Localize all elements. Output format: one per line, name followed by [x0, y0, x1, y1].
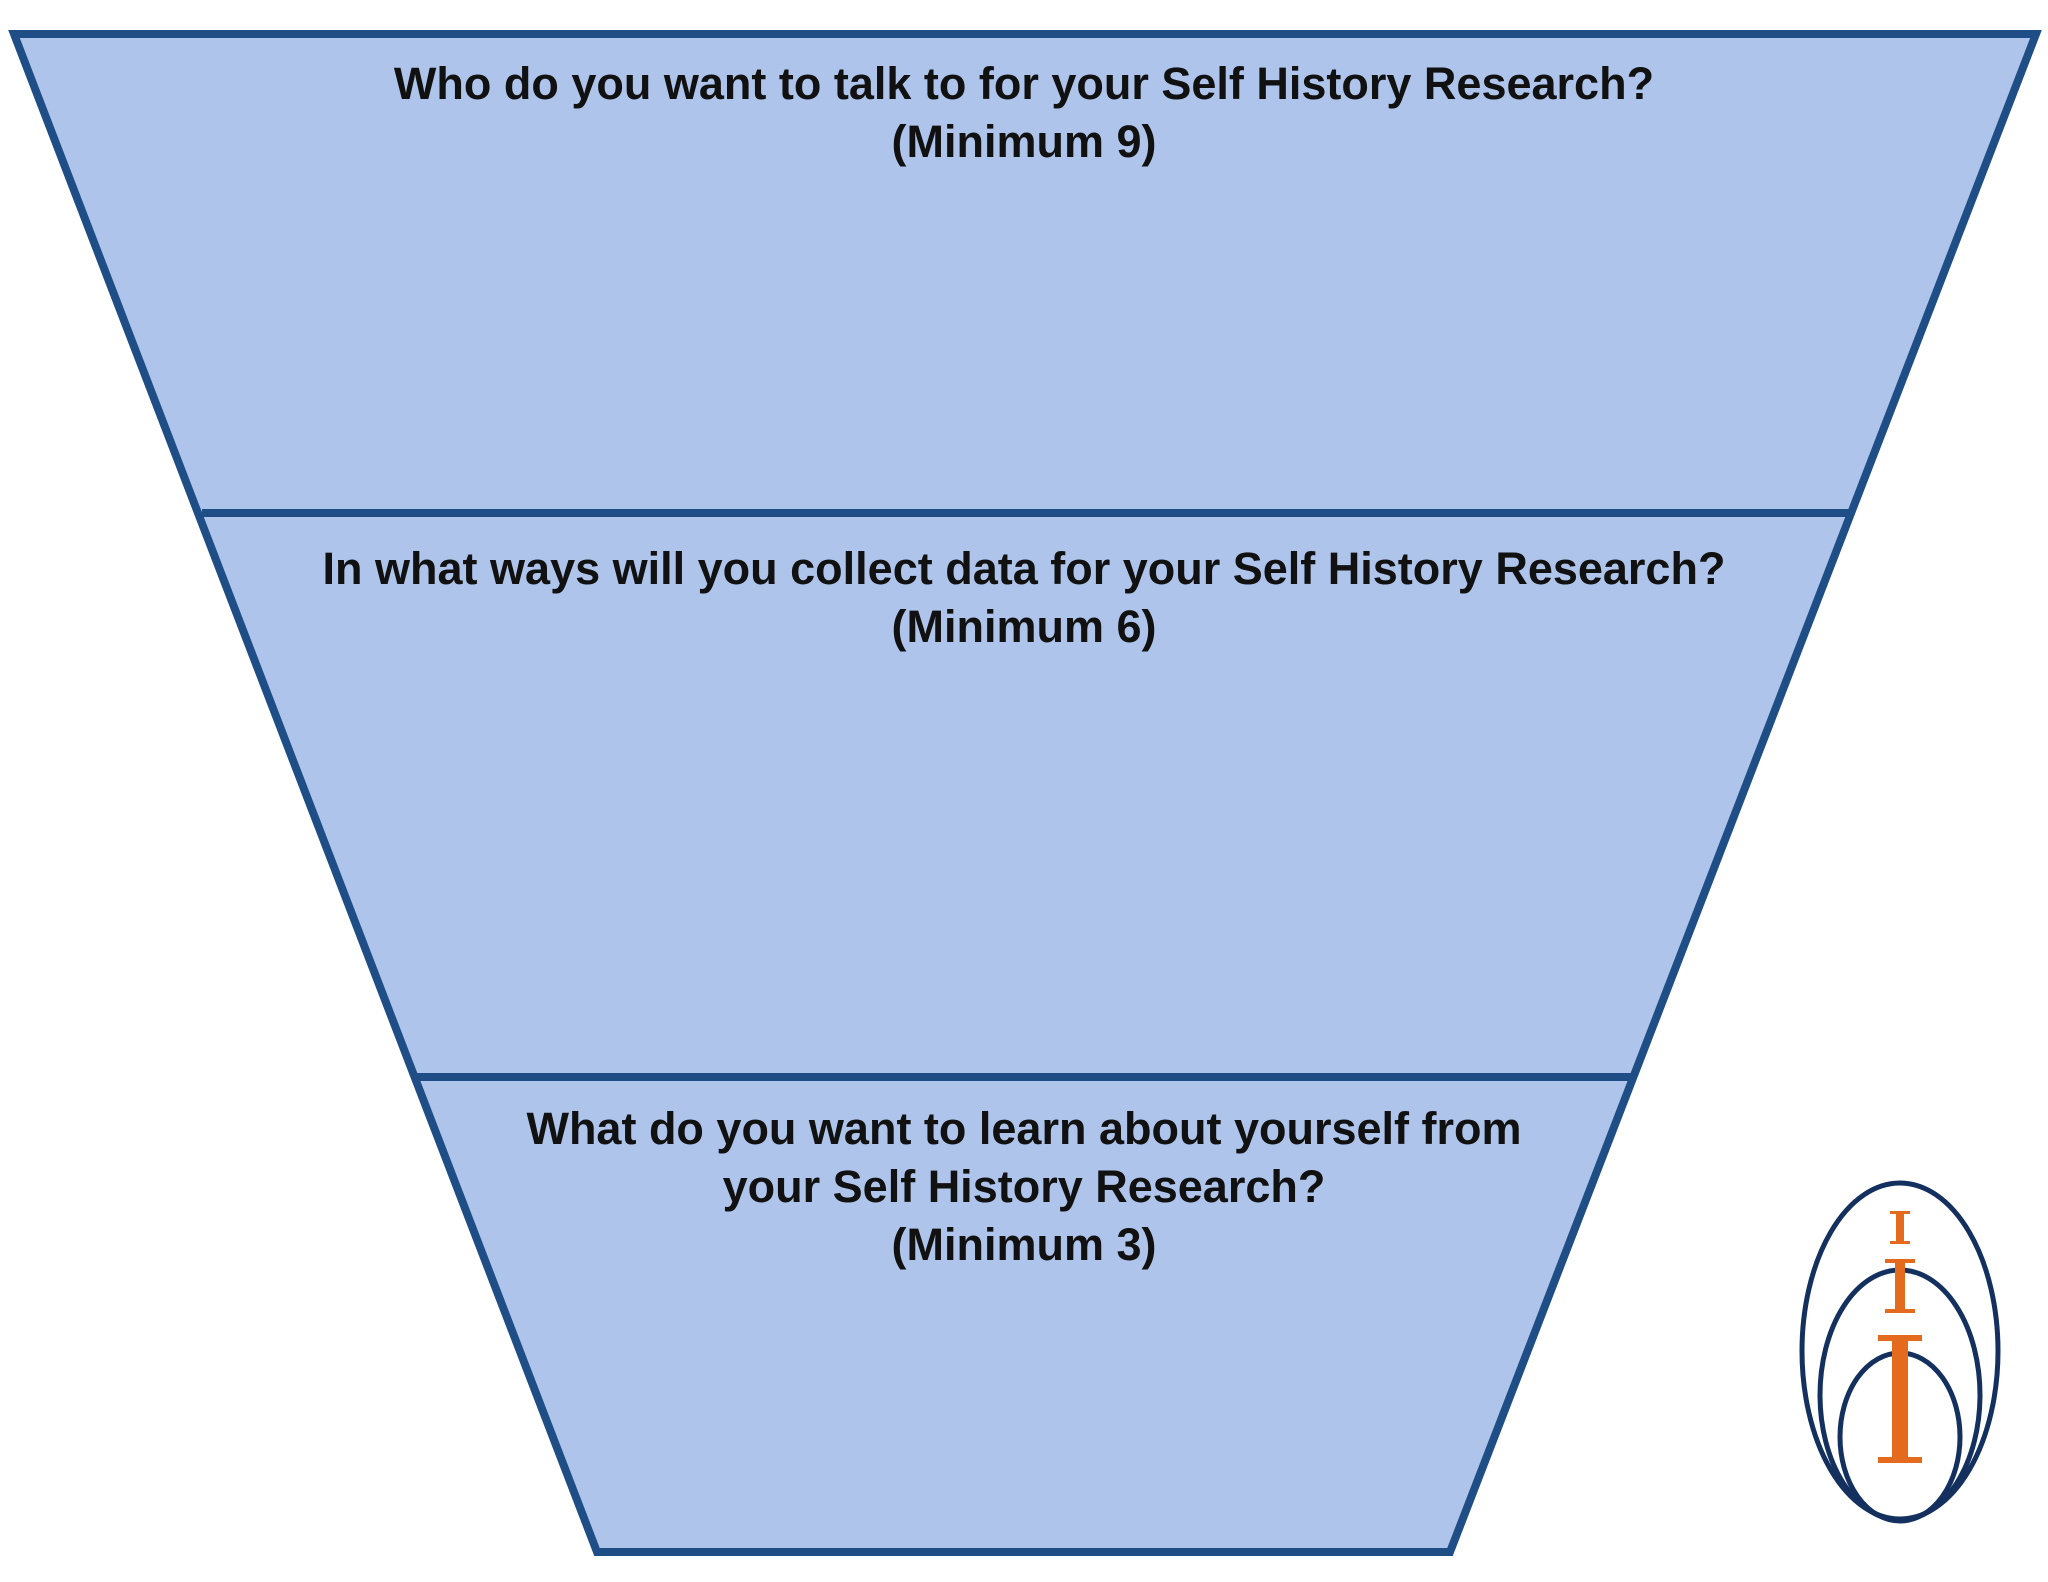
section-bottom-label: What do you want to learn about yourself… — [424, 1100, 1624, 1274]
funnel-body — [14, 34, 2036, 1552]
logo-small-i-bottom — [1890, 1241, 1910, 1244]
section-middle-minimum: (Minimum 6) — [891, 601, 1157, 652]
section-top-question: Who do you want to talk to for your Self… — [393, 58, 1655, 109]
section-bottom-question-line2: your Self History Research? — [722, 1161, 1326, 1212]
logo-small-i-top — [1890, 1211, 1910, 1214]
section-bottom-question-line1: What do you want to learn about yourself… — [526, 1103, 1522, 1154]
logo — [1799, 1180, 2001, 1524]
section-top-label: Who do you want to talk to for your Self… — [224, 55, 1824, 171]
section-middle-label: In what ways will you collect data for y… — [224, 540, 1824, 656]
section-bottom-minimum: (Minimum 3) — [891, 1219, 1157, 1270]
funnel-outline — [8, 30, 2042, 1556]
section-middle-question: In what ways will you collect data for y… — [322, 543, 1726, 594]
logo-small-i — [1896, 1213, 1904, 1243]
logo-large-i-top — [1878, 1335, 1922, 1341]
logo-large-i-bottom — [1878, 1457, 1922, 1463]
section-top-minimum: (Minimum 9) — [891, 116, 1157, 167]
logo-medium-i-top — [1885, 1259, 1915, 1263]
logo-medium-i — [1895, 1261, 1905, 1311]
logo-medium-i-bottom — [1885, 1309, 1915, 1313]
logo-large-i — [1892, 1339, 1908, 1459]
